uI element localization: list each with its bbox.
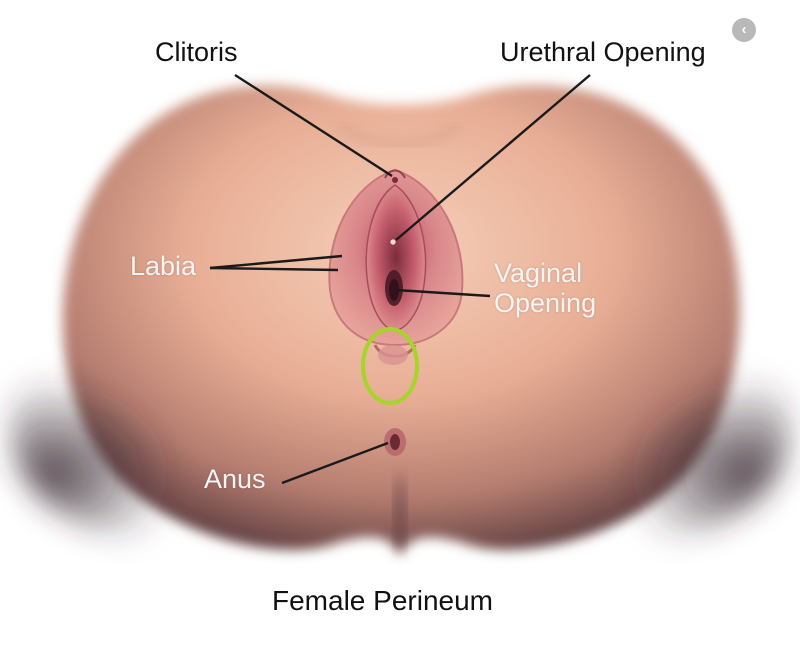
label-vaginal-opening: Vaginal Opening bbox=[494, 258, 597, 318]
leader-line-labia-lower bbox=[209, 266, 339, 272]
leader-lines bbox=[209, 73, 591, 485]
label-labia: Labia bbox=[130, 251, 197, 281]
perineum-highlight-circle bbox=[361, 327, 419, 405]
label-anus: Anus bbox=[204, 464, 266, 494]
leader-line-urethral bbox=[395, 74, 591, 241]
figure-caption: Female Perineum bbox=[272, 585, 493, 616]
label-clitoris: Clitoris bbox=[155, 37, 238, 67]
upper-fold bbox=[338, 123, 462, 147]
label-urethral-opening: Urethral Opening bbox=[500, 37, 706, 67]
chevron-left-icon[interactable]: ‹ bbox=[732, 18, 756, 42]
anus-shape bbox=[384, 428, 406, 456]
leader-line-vaginal bbox=[395, 288, 491, 298]
leader-line-anus bbox=[281, 441, 389, 485]
leader-line-clitoris bbox=[234, 73, 393, 178]
leader-line-labia-upper bbox=[209, 254, 343, 270]
